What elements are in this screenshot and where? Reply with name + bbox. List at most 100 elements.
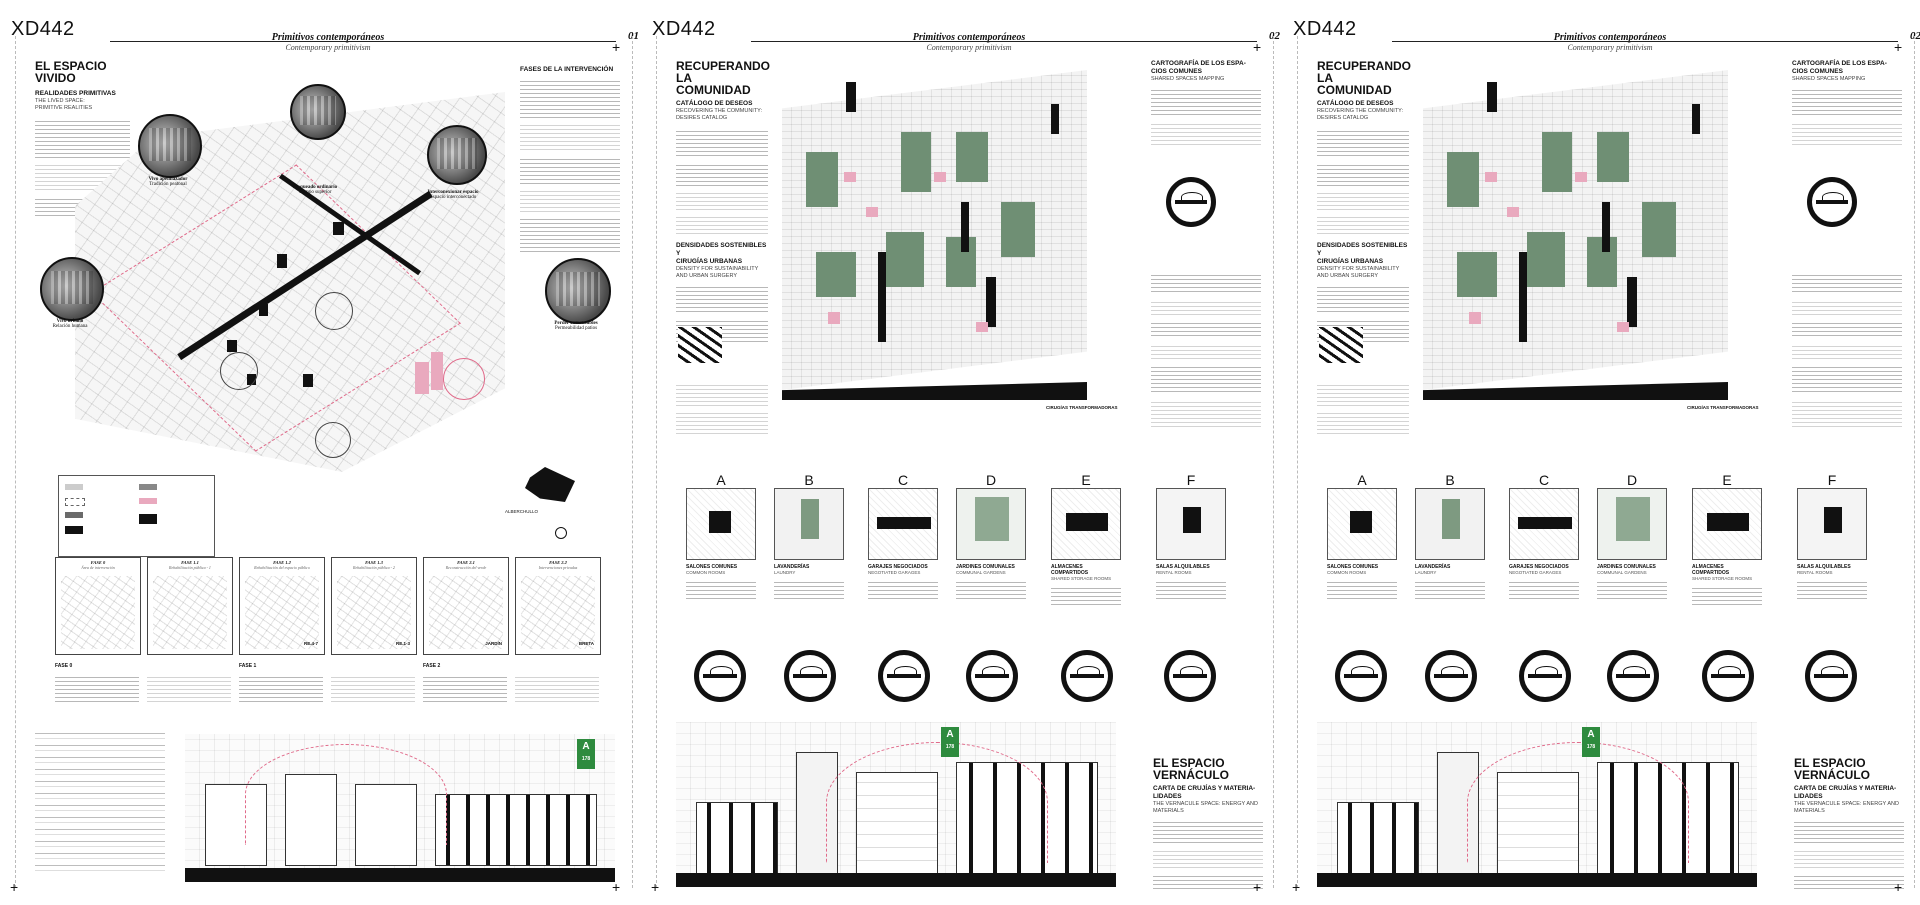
subheading-1: REALIDADES PRIMITIVAS [35,90,116,97]
photo-circle [290,84,346,140]
vernacular-sub-3: THE VERNACULE SPACE: ENERGY AND MATERIAL… [1794,801,1899,814]
crop-mark-icon: + [612,39,621,55]
mapping-subheading: SHARED SPACES MAPPING [1151,76,1225,82]
subheading-3: DESIRES CATALOG [1317,115,1369,121]
mapping-heading-2: CIOS COMUNES [1151,68,1202,75]
orientation-ring [878,650,930,702]
vernacular-sub-1: CARTA DE CRUJÍAS Y MATERIA- [1153,785,1256,792]
vernacular-sub-1: CARTA DE CRUJÍAS Y MATERIA- [1794,785,1897,792]
vernacular-sub-3: THE VERNACULE SPACE: ENERGY AND MATERIAL… [1153,801,1258,814]
orientation-ring [1164,650,1216,702]
photo-circle [138,114,202,178]
orientation-ring [1805,650,1857,702]
axonometric-view [782,70,1087,390]
header-rule [1392,41,1898,42]
mid-heading-1: DENSIDADES SOSTENIBLES Y [1317,242,1408,257]
black-tower [1627,277,1637,327]
ground-line [676,873,1116,887]
mapping-notes [1151,272,1261,429]
pink-accent [844,172,856,182]
mid-heading-2: CIRUGÍAS URBANAS [676,258,743,265]
phases-text-english [520,122,620,152]
pink-accent [828,312,840,324]
board-frame [15,36,633,888]
vernacular-heading-2: VERNÁCULO [1153,768,1230,782]
pink-accent [1469,312,1481,324]
focus-ring [220,352,258,390]
green-facade [1447,152,1479,207]
vernacular-sub-2: LIDADES [1794,793,1823,800]
crop-mark-icon: + [1894,39,1903,55]
vernacular-block: EL ESPACIO VERNÁCULO CARTA DE CRUJÍAS Y … [1153,757,1263,891]
subheading-2: THE LIVED SPACE: [35,98,85,104]
mapping-heading-1: CARTOGRAFÍA DE LOS ESPA- [1151,60,1246,67]
pink-accent [1575,172,1587,182]
mapping-subheading: SHARED SPACES MAPPING [1792,76,1866,82]
crop-mark-icon: + [1894,879,1903,895]
subheading-3: DESIRES CATALOG [676,115,728,121]
mid-heading-2: CIRUGÍAS URBANAS [1317,258,1384,265]
orientation-ring [1335,650,1387,702]
building-block [227,340,237,352]
orientation-ring [1702,650,1754,702]
project-code: XD442 [1293,18,1357,40]
board-header: Primitivos contemporáneos Contemporary p… [1297,32,1920,52]
board-title: Primitivos contemporáneos [1553,32,1667,43]
board-subtitle: Contemporary primitivism [285,43,371,52]
board-title: Primitivos contemporáneos [271,32,385,43]
board-frame [656,36,1274,888]
subheading-1: CATÁLOGO DE DESEOS [676,100,753,107]
ground-line [1317,873,1757,887]
header-rule [110,41,616,42]
heading-line-1: RECUPERANDO [1317,59,1412,73]
heading-line-2: VIVIDO [35,71,76,85]
orientation-ring [1425,650,1477,702]
axonometric-label: CIRUGÍAS TRANSFORMADORAS [1046,405,1118,410]
focus-ring [315,292,353,330]
black-tower [878,252,886,342]
mid-subheading: DENSITY FOR SUSTAINABILITY AND URBAN SUR… [676,266,759,279]
board-header: Primitivos contemporáneos Contemporary p… [656,32,1282,52]
green-facade [1457,252,1497,297]
intro-notes [1317,382,1409,434]
board-title: Primitivos contemporáneos [912,32,1026,43]
black-tower [1692,104,1700,134]
subheading-2: RECOVERING THE COMMUNITY: [1317,108,1404,114]
vernacular-heading-1: EL ESPACIO [1153,756,1225,770]
orientation-ring [784,650,836,702]
orientation-ring [694,650,746,702]
mapping-heading-2: CIOS COMUNES [1792,68,1843,75]
orientation-ring [1607,650,1659,702]
intervention-block [415,362,429,394]
ground-line [185,868,615,882]
project-code: XD442 [652,18,716,40]
intro-block: RECUPERANDO LA COMUNIDAD CATÁLOGO DE DES… [676,60,770,342]
green-facade [1542,132,1572,192]
black-tower [961,202,969,252]
board-1: XD442 Primitivos contemporáneos Contempo… [11,18,641,890]
green-facade [1642,202,1676,257]
black-tower [986,277,996,327]
vernacular-heading-2: VERNÁCULO [1794,768,1871,782]
board-subtitle: Contemporary primitivism [926,43,1012,52]
black-tower [1051,104,1059,134]
north-arrow-icon [555,527,567,539]
